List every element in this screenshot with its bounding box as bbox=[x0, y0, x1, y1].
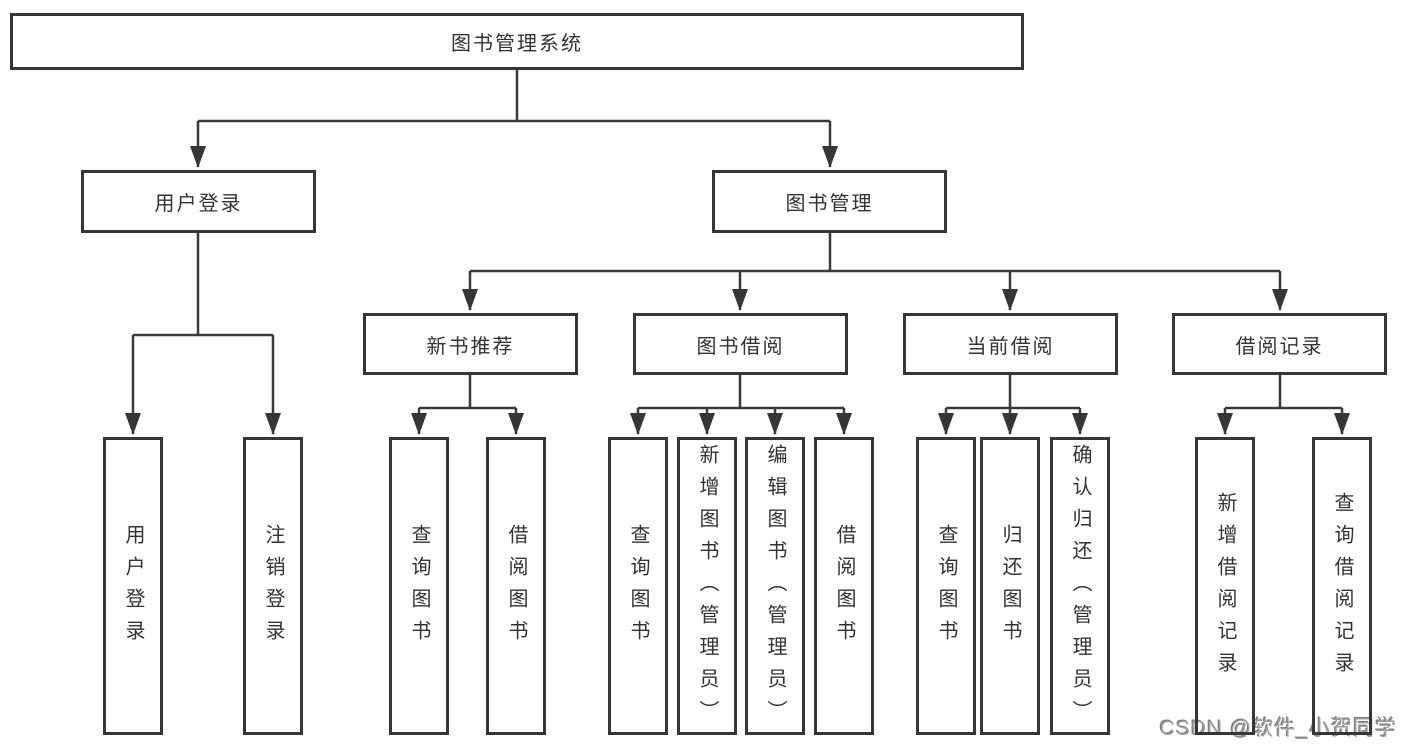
leaf-query-book-current: 查询图书 bbox=[916, 437, 976, 735]
leaf-user-login: 用户登录 bbox=[103, 437, 163, 735]
node-current-borrow: 当前借阅 bbox=[903, 313, 1118, 375]
leaf-borrow-book-recommend: 借阅图书 bbox=[486, 437, 546, 735]
node-root-system: 图书管理系统 bbox=[10, 13, 1024, 70]
node-user-login: 用户登录 bbox=[81, 170, 316, 233]
connector-book-borrow-children bbox=[630, 375, 852, 435]
leaf-add-borrow-record: 新增借阅记录 bbox=[1195, 437, 1255, 735]
leaf-add-book-admin: 新增图书（管理员） bbox=[677, 437, 737, 735]
node-borrow-record: 借阅记录 bbox=[1172, 313, 1387, 375]
leaf-query-book-borrow: 查询图书 bbox=[608, 437, 668, 735]
leaf-edit-book-admin: 编辑图书（管理员） bbox=[745, 437, 805, 735]
node-new-book-recommend: 新书推荐 bbox=[363, 313, 578, 375]
leaf-borrow-book: 借阅图书 bbox=[814, 437, 874, 735]
leaf-query-book-recommend: 查询图书 bbox=[389, 437, 449, 735]
connector-user-login-children bbox=[125, 233, 281, 435]
node-book-borrow: 图书借阅 bbox=[633, 313, 848, 375]
leaf-query-borrow-record: 查询借阅记录 bbox=[1312, 437, 1372, 735]
connector-borrow-record-children bbox=[1217, 375, 1350, 435]
node-book-management: 图书管理 bbox=[712, 170, 947, 233]
connector-current-borrow-children bbox=[938, 375, 1088, 435]
connector-book-mgmt-children bbox=[462, 233, 1288, 311]
leaf-confirm-return-admin: 确认归还（管理员） bbox=[1050, 437, 1110, 735]
connector-new-book-children bbox=[411, 375, 524, 435]
leaf-logout: 注销登录 bbox=[243, 437, 303, 735]
connector-root-to-level2 bbox=[190, 69, 838, 168]
leaf-return-book: 归还图书 bbox=[980, 437, 1040, 735]
